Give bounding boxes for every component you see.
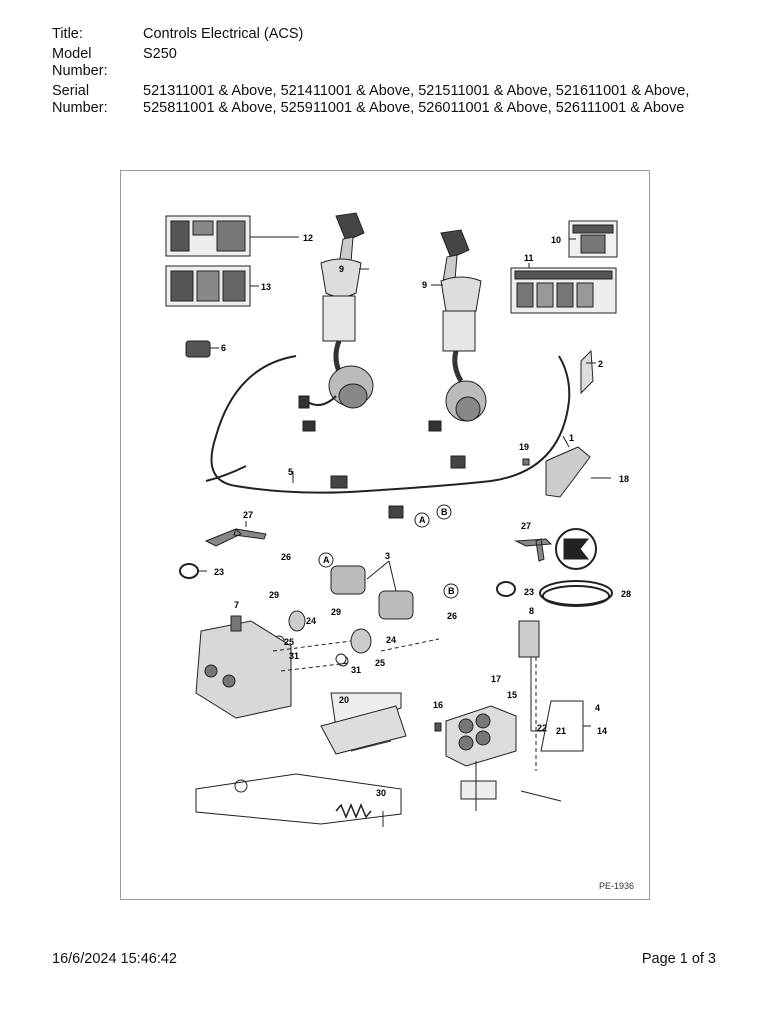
connector-a-2-text: A (419, 515, 426, 525)
grommet-23-right (496, 581, 516, 597)
callout-27-left: 27 (243, 510, 253, 520)
callout-25-right: 25 (375, 658, 385, 668)
sensor-8 (518, 620, 540, 658)
connector-b-2-text: B (441, 507, 448, 517)
callout-31-right: 31 (351, 665, 361, 675)
parts-diagram: A B A B 1 2 3 4 5 6 7 8 9 9 10 11 12 13 … (120, 170, 650, 900)
connector-b-1-text: B (448, 586, 455, 596)
callout-14: 14 (597, 726, 607, 736)
grommet-23-left (179, 563, 199, 579)
connector-label-b-2 (436, 504, 452, 520)
callout-3: 3 (385, 551, 390, 561)
module-1 (545, 446, 591, 498)
callout-26-right: 26 (447, 611, 457, 621)
callout-16: 16 (433, 700, 443, 710)
harness-5 (210, 355, 571, 494)
callout-13: 13 (261, 282, 271, 292)
spring-30 (335, 803, 372, 819)
callout-24-right: 24 (386, 635, 396, 645)
callout-4: 4 (595, 703, 600, 713)
callout-23-right: 23 (524, 587, 534, 597)
bracket-2 (580, 349, 594, 395)
pivot-bracket (460, 780, 497, 800)
cable-28 (539, 580, 613, 606)
callout-31-left: 31 (289, 651, 299, 661)
callout-26-left: 26 (281, 552, 291, 562)
callout-30: 30 (376, 788, 386, 798)
print-timestamp: 16/6/2024 15:46:42 (52, 951, 177, 967)
serial-row: Serial Number: 521311001 & Above, 521411… (52, 83, 732, 117)
callout-22: 22 (537, 723, 547, 733)
callout-27-right: 27 (521, 521, 531, 531)
exploded-view-drawing: A B A B 1 2 3 4 5 6 7 8 9 9 10 11 12 13 … (165, 212, 634, 891)
switch-3-a (330, 565, 366, 595)
callout-21: 21 (556, 726, 566, 736)
document-metadata: Title: Controls Electrical (ACS) Model N… (52, 26, 732, 120)
title-row: Title: Controls Electrical (ACS) (52, 26, 732, 43)
callout-20: 20 (339, 695, 349, 705)
callout-18: 18 (619, 474, 629, 484)
callout-2: 2 (598, 359, 603, 369)
serial-label: Serial Number: (52, 83, 108, 116)
callout-15: 15 (507, 690, 517, 700)
callout-10: 10 (551, 235, 561, 245)
serial-value: 521311001 & Above, 521411001 & Above, 52… (143, 83, 690, 116)
page-indicator: Page 1 of 3 (641, 951, 716, 967)
callout-28: 28 (621, 589, 631, 599)
callout-11: 11 (524, 253, 534, 263)
key-27-right (514, 538, 553, 562)
connector-label-b-1 (443, 583, 459, 599)
callout-5: 5 (288, 467, 293, 477)
joystick-right (440, 229, 470, 259)
connector-label-a-1 (318, 552, 334, 568)
model-row: Model Number: S250 (52, 46, 732, 80)
callout-24-left: 24 (306, 616, 316, 626)
switch-3-b (378, 590, 414, 620)
title-value: Controls Electrical (ACS) (143, 26, 304, 42)
drawing-reference: PE-1936 (599, 881, 634, 891)
model-value: S250 (143, 46, 177, 62)
connector-label-a-2 (414, 512, 430, 528)
title-label: Title: (52, 26, 83, 42)
callout-23-left: 23 (214, 567, 224, 577)
bracket-14 (540, 700, 584, 752)
base-plate (195, 773, 402, 825)
callout-17: 17 (491, 674, 501, 684)
callout-8: 8 (529, 606, 534, 616)
callout-12: 12 (303, 233, 313, 243)
callout-29-right: 29 (331, 607, 341, 617)
callout-19: 19 (519, 442, 529, 452)
plug-6 (185, 340, 211, 358)
callout-29-left: 29 (269, 590, 279, 600)
connector-a-1-text: A (323, 555, 330, 565)
callout-9-right: 9 (422, 280, 427, 290)
callout-25-left: 25 (284, 637, 294, 647)
valve-7 (195, 620, 292, 719)
key-27-left (204, 528, 267, 547)
joystick-left (335, 212, 365, 242)
callout-9-left: 9 (339, 264, 344, 274)
callout-1: 1 (569, 433, 574, 443)
model-label: Model Number: (52, 46, 108, 79)
callout-7: 7 (234, 600, 239, 610)
callout-6: 6 (221, 343, 226, 353)
